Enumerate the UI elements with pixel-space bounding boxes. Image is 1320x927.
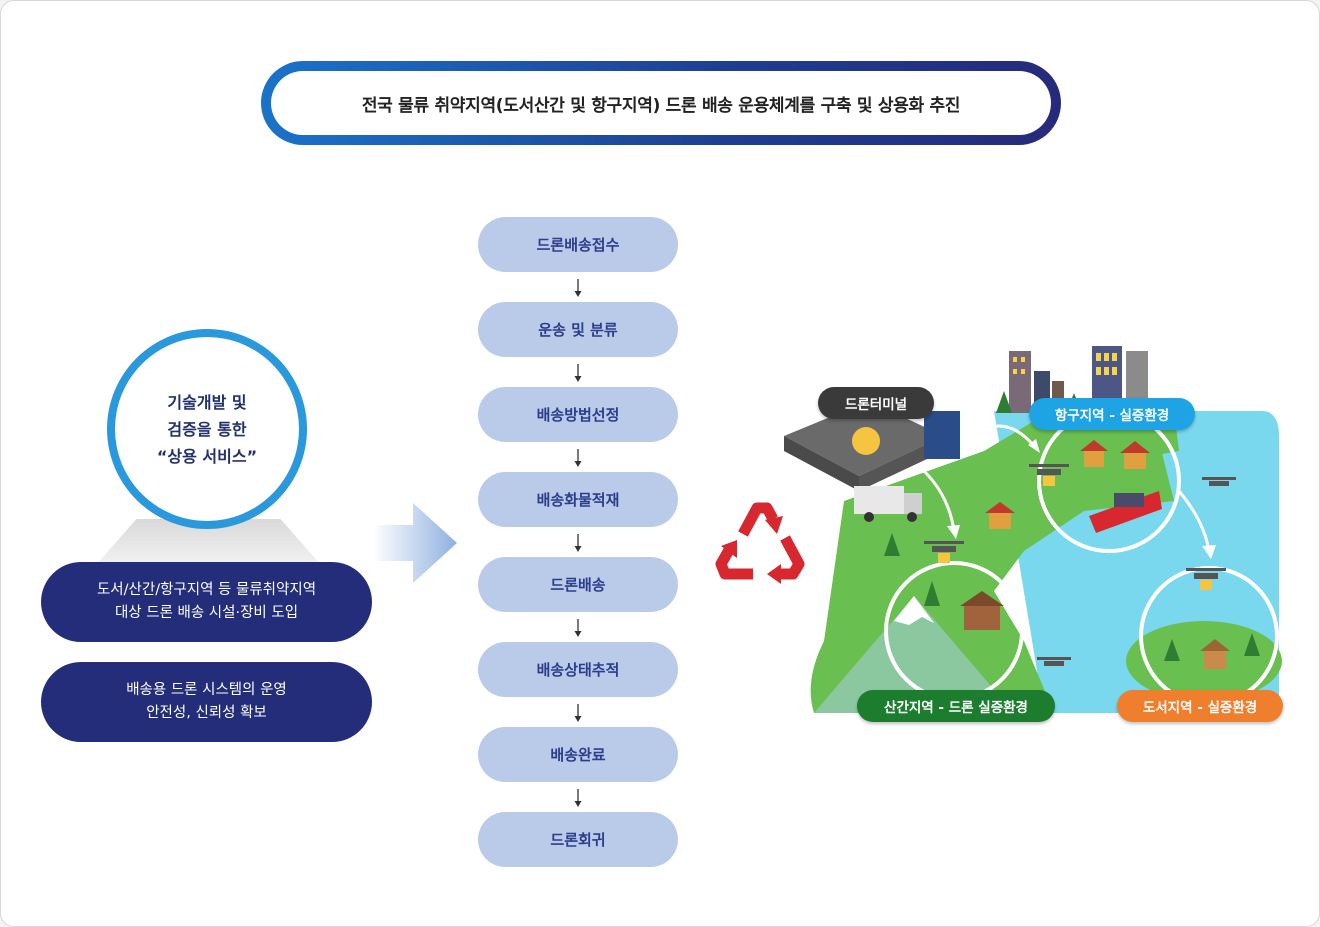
- down-arrow-icon: [574, 789, 582, 807]
- flow-step: 드론배송: [478, 557, 678, 612]
- right-arrow-icon: [373, 503, 457, 583]
- port-region-label: 항구지역 - 실증환경: [1029, 398, 1195, 430]
- down-arrow-icon: [574, 619, 582, 637]
- goal-text-line: 도서/산간/항구지역 등 물류취약지역: [96, 582, 317, 598]
- delivery-map-illustration: [784, 346, 1282, 713]
- circle-text-line: 검증을 통한: [167, 419, 247, 439]
- flow-step: 드론배송접수: [478, 217, 678, 272]
- recycle-icon: [715, 502, 805, 584]
- mountain-region-label: 산간지역 - 드론 실증환경: [857, 690, 1055, 722]
- title-banner: 전국 물류 취약지역(도서산간 및 항구지역) 드론 배송 운용체계를 구축 및…: [261, 61, 1061, 145]
- flow-step: 배송완료: [478, 727, 678, 782]
- flow-step: 배송방법선정: [478, 387, 678, 442]
- flow-step: 드론회귀: [478, 812, 678, 867]
- page-title: 전국 물류 취약지역(도서산간 및 항구지역) 드론 배송 운용체계를 구축 및…: [361, 95, 961, 116]
- commercial-service-circle: 기술개발 및 검증을 통한 “상용 서비스”: [107, 329, 307, 529]
- down-arrow-icon: [574, 279, 582, 297]
- circle-text-line: “상용 서비스”: [156, 446, 258, 466]
- flow-step: 운송 및 분류: [478, 302, 678, 357]
- goal-pill-safety: 배송용 드론 시스템의 운영 안전성, 신뢰성 확보: [41, 662, 372, 742]
- island-region-label: 도서지역 - 실증환경: [1117, 690, 1283, 722]
- goal-pill-facilities: 도서/산간/항구지역 등 물류취약지역 대상 드론 배송 시설·장비 도입: [41, 562, 372, 642]
- flow-step: 배송상태추적: [478, 642, 678, 697]
- down-arrow-icon: [574, 534, 582, 552]
- down-arrow-icon: [574, 449, 582, 467]
- flow-step: 배송화물적재: [478, 472, 678, 527]
- goal-text-line: 대상 드론 배송 시설·장비 도입: [114, 605, 299, 621]
- terminal-label: 드론터미널: [818, 387, 934, 419]
- circle-text-line: 기술개발 및: [167, 392, 247, 412]
- goal-text-line: 안전성, 신뢰성 확보: [146, 705, 267, 721]
- down-arrow-icon: [574, 364, 582, 382]
- down-arrow-icon: [574, 704, 582, 722]
- goal-text-line: 배송용 드론 시스템의 운영: [126, 682, 287, 698]
